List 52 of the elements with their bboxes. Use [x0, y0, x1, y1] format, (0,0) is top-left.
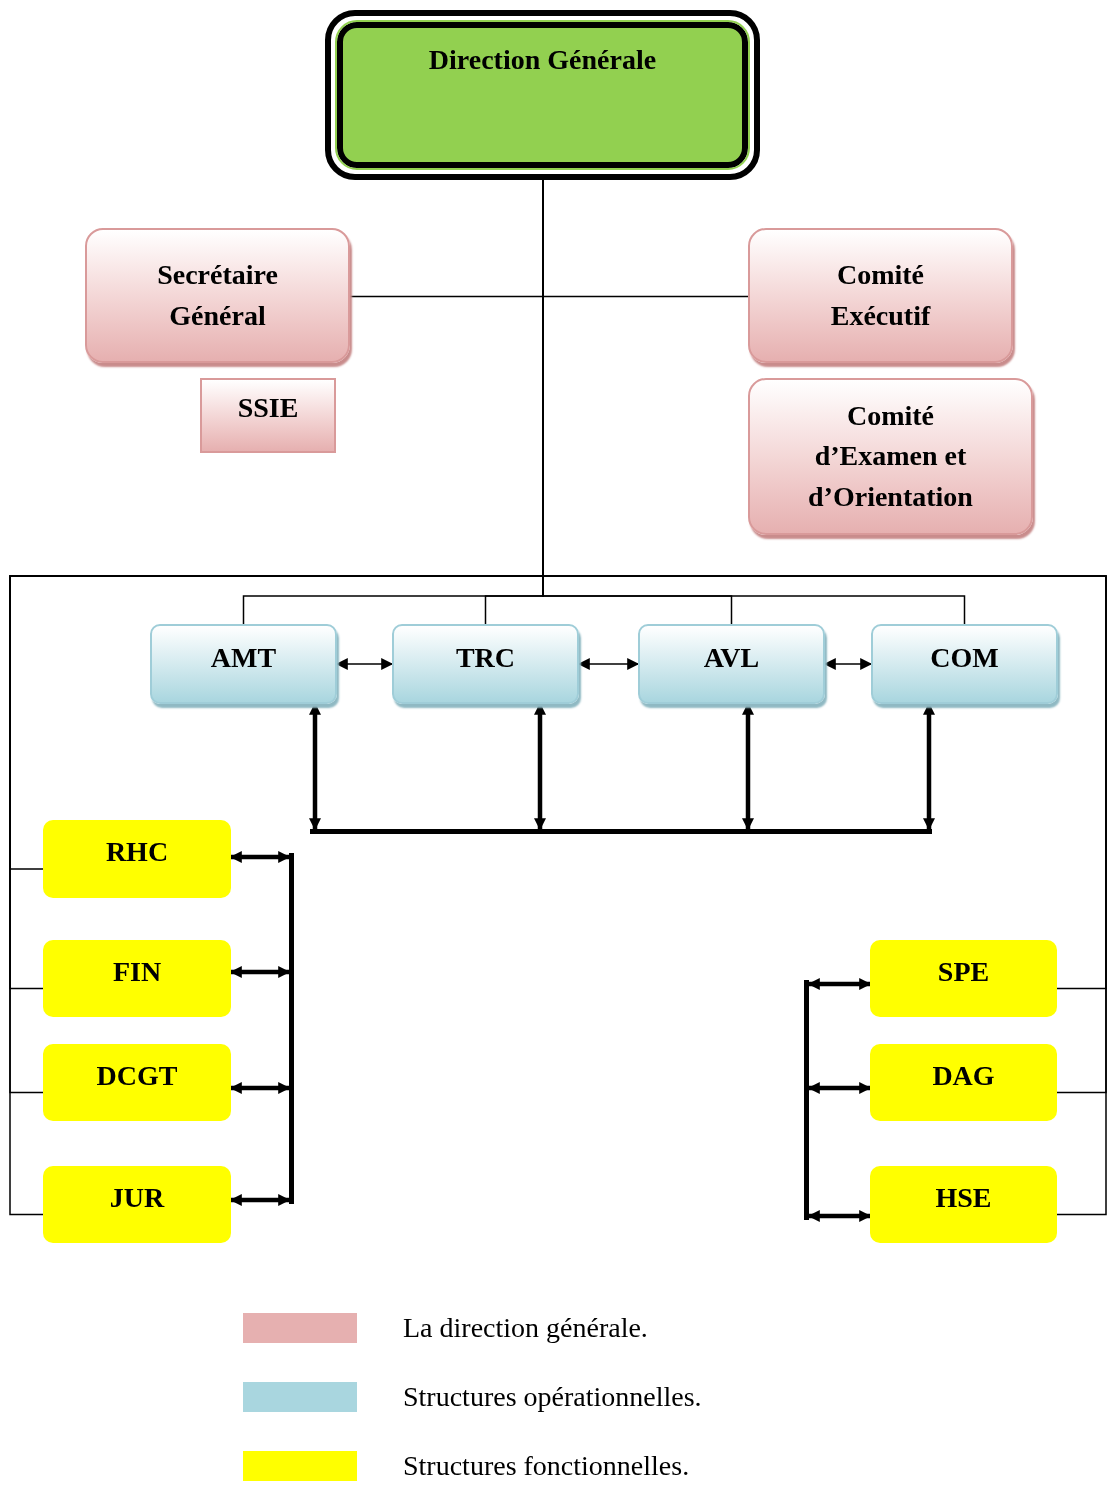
org-box	[870, 940, 1057, 1017]
box-label: TRC	[455, 641, 516, 675]
box-label: RHC	[105, 835, 169, 869]
box-label: SSIE	[237, 391, 299, 425]
double-arrow	[534, 702, 546, 831]
connector-bar	[310, 829, 932, 834]
box-label: AVL	[703, 641, 760, 675]
double-arrow	[923, 702, 935, 831]
legend-label: Structures opérationnelles.	[403, 1381, 702, 1413]
org-box	[638, 624, 825, 704]
box-label: HSE	[935, 1181, 992, 1215]
double-arrow	[335, 658, 394, 670]
box-label: COM	[930, 641, 999, 675]
connector-bar	[804, 980, 809, 1220]
org-box	[871, 624, 1058, 704]
box-label: JUR	[109, 1181, 165, 1215]
box-label: AMT	[210, 641, 277, 675]
double-arrow	[229, 1082, 291, 1094]
legend-label: Structures fonctionnelles.	[403, 1450, 690, 1482]
org-box	[43, 1166, 231, 1243]
double-arrow	[807, 1082, 872, 1094]
org-box	[325, 10, 760, 180]
box-label: SPE	[937, 955, 990, 989]
double-arrow	[229, 1194, 291, 1206]
org-box	[392, 624, 579, 704]
box-label: DAG	[932, 1059, 995, 1093]
box-label: Comité d’Examen et d’Orientation	[807, 398, 974, 514]
box-label: Secrétaire Général	[156, 257, 279, 333]
org-box	[748, 378, 1033, 535]
org-box	[870, 1166, 1057, 1243]
box-label: FIN	[112, 955, 162, 989]
double-arrow	[742, 702, 754, 831]
double-arrow	[807, 1210, 872, 1222]
box-label: DCGT	[96, 1059, 178, 1093]
double-arrow	[309, 702, 321, 831]
double-arrow	[229, 851, 291, 863]
connector-bar	[289, 853, 294, 1204]
org-box	[748, 228, 1013, 363]
org-box	[200, 378, 336, 453]
double-arrow	[229, 966, 291, 978]
box-label: Comité Exécutif	[829, 257, 932, 333]
double-arrow	[807, 978, 872, 990]
org-box	[870, 1044, 1057, 1121]
legend-label: La direction générale.	[403, 1312, 648, 1344]
box-label: Direction Générale	[428, 43, 657, 77]
org-box	[43, 940, 231, 1017]
double-arrow	[577, 658, 640, 670]
org-box	[85, 228, 350, 363]
org-box	[43, 1044, 231, 1121]
org-box	[150, 624, 337, 704]
org-box	[43, 820, 231, 898]
double-arrow	[823, 658, 873, 670]
